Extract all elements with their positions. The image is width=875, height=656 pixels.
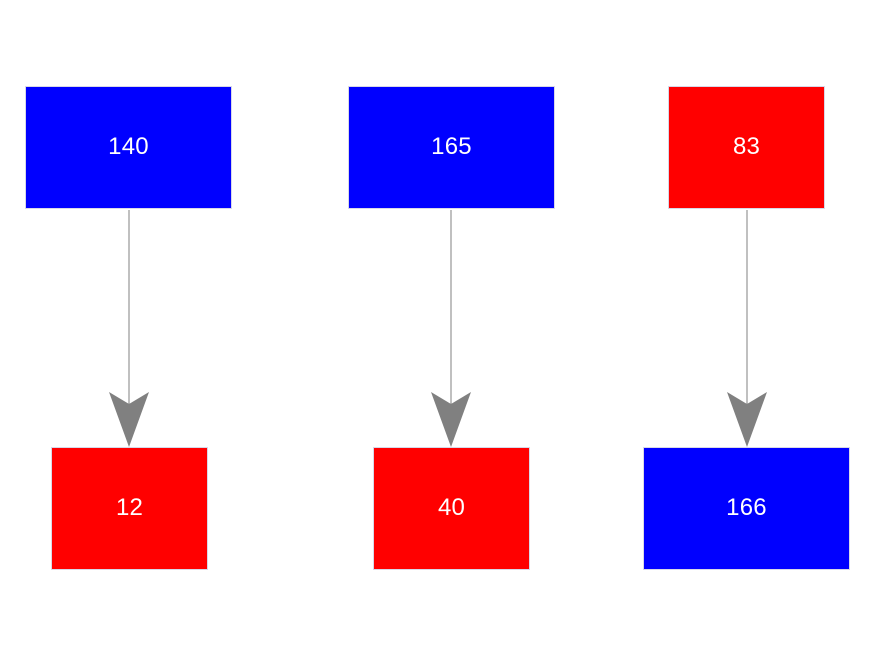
- edge-arrowhead: [431, 392, 471, 447]
- node-label: 165: [431, 132, 472, 160]
- diagram-node[interactable]: 83: [668, 86, 825, 209]
- node-label: 166: [726, 493, 767, 521]
- diagram-node[interactable]: 140: [25, 86, 232, 209]
- node-label: 12: [115, 493, 144, 521]
- diagram-node[interactable]: 40: [373, 447, 530, 570]
- node-label: 83: [732, 132, 761, 160]
- edge-arrowhead: [727, 392, 767, 447]
- node-label: 140: [108, 132, 149, 160]
- node-label: 40: [437, 493, 466, 521]
- diagram-node[interactable]: 166: [643, 447, 850, 570]
- diagram-node[interactable]: 12: [51, 447, 208, 570]
- edge-arrowhead: [109, 392, 149, 447]
- diagram-node[interactable]: 165: [348, 86, 555, 209]
